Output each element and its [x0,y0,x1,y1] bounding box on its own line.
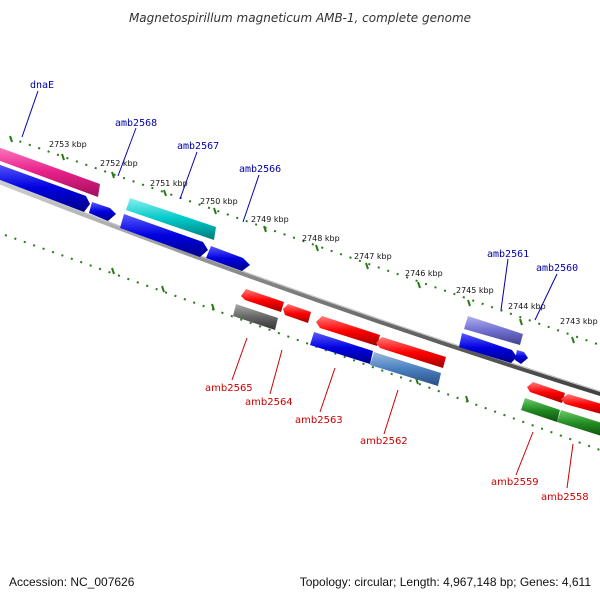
feature-red-c [561,394,600,414]
gene-label-amb2563: amb2563 [295,415,343,426]
kbp-label-2751: 2751 kbp [150,179,188,188]
feature-red-a [241,289,284,312]
feature-blue-3 [120,214,208,257]
reverse-leaders [231,337,574,489]
feature-amb2562 [376,337,446,368]
gene-label-amb2560: amb2560 [536,263,578,274]
feature-amb2565 [233,304,278,330]
feature-steel [370,352,441,386]
kbp-label-2746: 2746 kbp [405,269,443,278]
feature-dnaE [0,147,100,197]
forward-features [0,147,528,364]
gene-label-amb2561: amb2561 [487,249,529,260]
feature-amb2558 [557,410,600,436]
kbp-label-2744: 2744 kbp [508,302,546,311]
feature-blue-5 [459,333,517,363]
feature-amb2559 [521,398,560,422]
feature-blue-1 [0,164,90,212]
gene-label-amb2558: amb2558 [541,492,589,503]
kbp-label-2752: 2752 kbp [100,159,138,168]
gene-label-amb2564: amb2564 [245,397,293,408]
feature-amb2561 [464,316,523,345]
gene-label-dnaE: dnaE [30,80,54,91]
kbp-label-2748: 2748 kbp [302,234,340,243]
feature-amb2563 [310,332,373,364]
topology-text: Topology: circular; Length: 4,967,148 bp… [300,575,592,589]
forward-tick-track [9,137,600,346]
kbp-label-2743: 2743 kbp [560,317,598,326]
map-title: Magnetospirillum magneticum AMB-1, compl… [129,11,471,25]
feature-red-b [316,316,380,346]
gene-label-amb2566: amb2566 [239,164,281,175]
feature-amb2564 [283,304,311,323]
kbp-label-2749: 2749 kbp [251,215,289,224]
feature-blue-2 [89,202,116,221]
gene-label-amb2567: amb2567 [177,141,219,152]
feature-amb2560 [515,350,528,364]
genome-backbone [0,179,600,397]
kbp-label-2745: 2745 kbp [456,286,494,295]
accession-text: Accession: NC_007626 [9,575,135,589]
kbp-label-2753: 2753 kbp [49,140,87,149]
kbp-label-2750: 2750 kbp [200,197,238,206]
feature-blue-4 [206,246,250,271]
forward-major-ticks [9,135,575,344]
kbp-label-2747: 2747 kbp [354,252,392,261]
gene-label-amb2559: amb2559 [491,477,539,488]
feature-amb2559-red [527,382,565,403]
gene-label-amb2568: amb2568 [115,118,157,129]
gene-label-amb2565: amb2565 [205,383,253,394]
feature-amb2567 [126,198,216,240]
reverse-features [233,289,600,436]
gene-label-amb2562: amb2562 [360,436,408,447]
forward-leaders [21,90,558,321]
